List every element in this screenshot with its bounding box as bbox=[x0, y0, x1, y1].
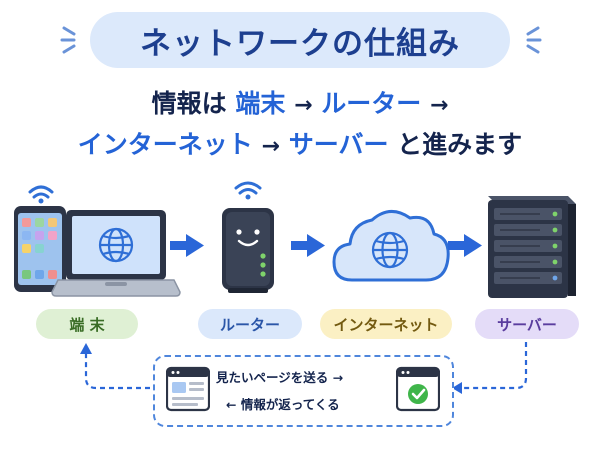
label-router: ルーター bbox=[198, 309, 302, 339]
checkmark-icon bbox=[408, 384, 428, 404]
label-internet: インターネット bbox=[320, 309, 452, 339]
return-path bbox=[80, 342, 528, 394]
cloud-icon bbox=[332, 210, 450, 282]
title-sparkles-right bbox=[526, 26, 542, 54]
webpage-icon bbox=[166, 366, 210, 412]
server-icon bbox=[488, 196, 576, 298]
globe-icon bbox=[371, 231, 409, 269]
smartphone-icon bbox=[14, 206, 66, 292]
response-text: ← 情報が返ってくる bbox=[226, 397, 340, 412]
label-server: サーバー bbox=[475, 309, 579, 339]
wifi-icon bbox=[234, 181, 262, 200]
subtitle-suffix: と進みます bbox=[397, 130, 523, 159]
subtitle-arrow: → bbox=[261, 134, 280, 159]
subtitle-arrow: → bbox=[294, 93, 313, 118]
title-sparkles-left bbox=[60, 26, 76, 54]
request-text: 見たいページを送る → bbox=[216, 370, 344, 385]
return-path-from-server bbox=[462, 342, 528, 390]
subtitle-prefix: 情報は bbox=[151, 89, 227, 118]
wifi-icon bbox=[28, 185, 54, 204]
flow-arrow-3 bbox=[448, 234, 482, 257]
label-device-text: 端 末 bbox=[69, 315, 105, 334]
title-banner: ネットワークの仕組み bbox=[90, 12, 510, 68]
network-diagram bbox=[14, 181, 576, 298]
subtitle-device: 端末 bbox=[235, 89, 286, 118]
subtitle-arrow: → bbox=[429, 93, 449, 118]
subtitle-router: ルーター bbox=[321, 89, 422, 118]
label-server-text: サーバー bbox=[497, 315, 557, 334]
subtitle-server: サーバー bbox=[288, 130, 389, 159]
label-internet-text: インターネット bbox=[333, 315, 439, 334]
router-icon bbox=[222, 208, 274, 293]
subtitle-line-1: 情報は 端末 → ルーター → bbox=[0, 84, 600, 120]
return-path-to-device bbox=[84, 352, 150, 390]
page-title: ネットワークの仕組み bbox=[140, 25, 460, 62]
flow-arrow-1 bbox=[170, 234, 204, 257]
flow-arrow-2 bbox=[291, 234, 325, 257]
label-device: 端 末 bbox=[36, 309, 138, 339]
label-router-text: ルーター bbox=[219, 315, 280, 334]
laptop-icon bbox=[51, 210, 181, 297]
confirmed-page-icon bbox=[396, 366, 440, 412]
subtitle-line-2: インターネット → サーバー と進みます bbox=[0, 125, 600, 161]
return-arrowhead-box bbox=[452, 382, 462, 394]
subtitle-internet: インターネット bbox=[77, 130, 253, 159]
return-arrowhead-device bbox=[80, 343, 92, 354]
globe-icon bbox=[98, 227, 134, 263]
